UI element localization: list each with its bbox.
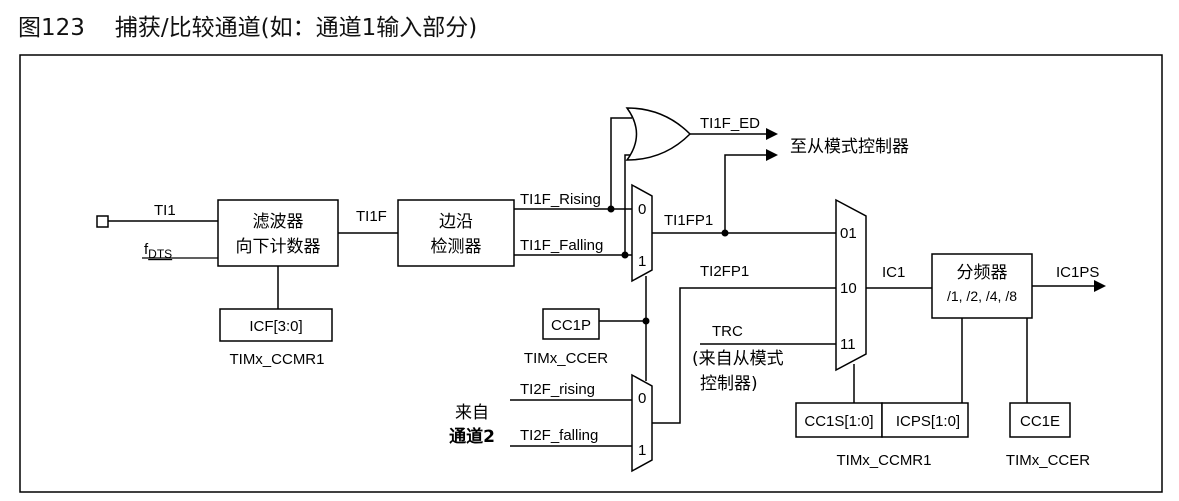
mux-c-input-10: 10 [840,280,857,297]
label-channel2: 通道2 [449,426,495,447]
timx-ccmr1-label-b: TIMx_CCMR1 [836,452,931,469]
cc1e-label: CC1E [1020,413,1060,430]
mux-c-input-11: 11 [840,336,856,353]
cc1p-label: CC1P [551,317,591,334]
cc1p-register-field [542,308,600,340]
label-ic1: IC1 [882,264,905,281]
arrow-ti1fp1-to-slave [766,149,778,161]
mux-c-input-01: 01 [840,225,857,242]
figure-label: 图123 [18,15,85,41]
edge-detector-block [397,199,515,267]
label-ti1f-ed: TI1F_ED [700,115,760,132]
label-ti2fp1: TI2FP1 [700,263,749,280]
label-fdts: fDTS [144,241,172,261]
label-trc: TRC [712,323,743,340]
or-gate [625,107,692,161]
mux-b-input-0: 0 [638,390,646,407]
wire-or-input-2 [624,154,632,255]
mux-a-input-1: 1 [638,253,646,270]
label-ic1ps: IC1PS [1056,264,1099,281]
prescaler-block [931,253,1033,319]
ti1-input-pin [96,215,109,228]
label-trc-note-1: (来自从模式 [692,349,784,369]
cc1s-label: CC1S[1:0] [804,413,873,430]
cc1s-register-field [795,402,883,438]
timx-ccmr1-label-a: TIMx_CCMR1 [229,351,324,368]
figure-caption: 捕获/比较通道(如：通道1输入部分) [114,15,478,41]
label-from: 来自 [455,403,489,423]
icf-label: ICF[3:0] [249,318,302,335]
label-ti2f-rising: TI2F_rising [520,381,595,398]
prescaler-label-1: 分频器 [957,263,1008,283]
mux-b-input-1: 1 [638,442,646,459]
label-trc-note-2: 控制器) [700,374,758,394]
icps-label: ICPS[1:0] [896,413,960,430]
label-fdts-main: f [144,241,149,258]
label-fdts-sub: DTS [148,247,172,261]
label-ti1f: TI1F [356,208,387,225]
icps-register-field [881,402,969,438]
input-select-mux [835,198,867,372]
filter-label-2: 向下计数器 [236,237,321,257]
prescaler-label-2: /1, /2, /4, /8 [947,288,1017,304]
mux-a-input-0: 0 [638,201,646,218]
edge-label-2: 检测器 [431,237,482,257]
icf-register-field [219,308,333,342]
filter-label-1: 滤波器 [253,212,304,232]
label-to-slave-controller: 至从模式控制器 [790,137,909,157]
wire-ti1fp1-to-slave [724,154,766,233]
diagram-frame [19,54,1163,493]
edge-label-1: 边沿 [439,212,473,232]
label-ti1f-rising: TI1F_Rising [520,191,601,208]
polarity-mux-ch1 [631,183,653,283]
cc1e-register-field [1009,402,1071,438]
arrow-ti1f-ed [766,128,778,140]
arrow-ic1ps [1094,280,1106,292]
label-ti1: TI1 [154,202,176,219]
figure-title: 图123 捕获/比较通道(如：通道1输入部分) [18,8,477,42]
wire-ti2fp1 [652,287,836,424]
label-ti1fp1: TI1FP1 [664,212,713,229]
polarity-mux-ch2 [631,373,653,473]
label-ti1f-falling: TI1F_Falling [520,237,603,254]
wire-or-input-1 [610,117,632,209]
timx-ccer-label-a: TIMx_CCER [524,350,608,367]
label-ti2f-falling: TI2F_falling [520,427,598,444]
timx-ccer-label-b: TIMx_CCER [1006,452,1090,469]
